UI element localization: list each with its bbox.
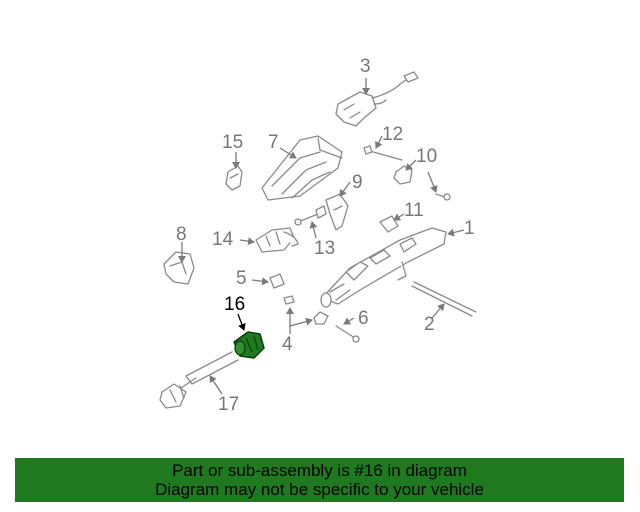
- callout-10: 10: [416, 146, 437, 167]
- part-8-bracket: [163, 251, 195, 285]
- part-10-bushing: [393, 165, 451, 201]
- callout-16: 16: [224, 294, 245, 315]
- callout-11: 11: [404, 200, 424, 221]
- banner-line-1: Part or sub-assembly is #16 in diagram: [172, 461, 467, 480]
- callout-3: 3: [360, 56, 371, 77]
- part-2-rod: [411, 281, 477, 317]
- callout-14: 14: [212, 229, 234, 250]
- part-9-bracket: [325, 193, 349, 231]
- callout-7: 7: [268, 132, 279, 153]
- callout-2: 2: [424, 314, 435, 335]
- callout-6: 6: [358, 308, 369, 329]
- part-4-pins: [283, 295, 329, 325]
- callout-13: 13: [314, 238, 335, 259]
- part-16-highlighted: [233, 331, 265, 359]
- part-3-switch: [335, 71, 419, 127]
- callout-9: 9: [352, 172, 363, 193]
- parts-diagram: 3 15 7 12 10 9 11 1 14 13 8 5 4 6 2 17 1…: [159, 56, 477, 415]
- info-banner: Part or sub-assembly is #16 in diagram D…: [15, 458, 624, 502]
- part-5-clip: [269, 273, 285, 289]
- callout-1: 1: [464, 218, 475, 239]
- callout-4: 4: [282, 334, 293, 355]
- callout-8: 8: [176, 224, 187, 245]
- callout-17: 17: [218, 394, 239, 415]
- banner-line-2: Diagram may not be specific to your vehi…: [155, 480, 484, 499]
- part-17-shaft: [159, 351, 239, 409]
- callout-15: 15: [222, 132, 243, 153]
- part-6-bolt: [335, 325, 360, 343]
- callout-12: 12: [382, 124, 403, 145]
- part-12-pin: [363, 145, 403, 161]
- leader-lines: [178, 78, 465, 395]
- part-13-bolt: [294, 205, 327, 226]
- part-15-bracket: [225, 165, 243, 191]
- part-11-clip: [379, 215, 399, 233]
- callout-5: 5: [236, 268, 247, 289]
- part-1-column-assembly: [320, 227, 447, 308]
- part-14-lower-cover: [255, 227, 299, 253]
- part-7-upper-cover: [261, 135, 343, 201]
